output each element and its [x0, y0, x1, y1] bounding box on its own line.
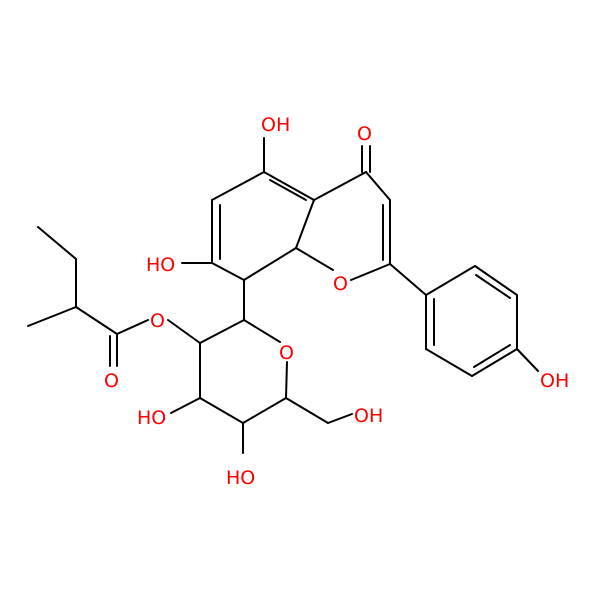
hydroxyl-label: OH: [354, 405, 383, 427]
bond: [269, 179, 307, 201]
atom-labels: OH O HO O O O O OH HO OH HO: [104, 114, 569, 489]
bond: [295, 199, 315, 249]
hydroxyl-label: OH: [540, 370, 569, 392]
hydroxyl-label: OH: [261, 114, 290, 136]
bond: [285, 361, 288, 399]
bond: [471, 348, 518, 377]
ring-oxygen-label: O: [279, 342, 294, 364]
bond: [243, 247, 297, 281]
ester-oxygen-label: O: [150, 310, 165, 332]
bond: [263, 171, 315, 201]
bond: [365, 171, 391, 201]
bond: [474, 265, 518, 296]
bond: [211, 171, 265, 201]
bond: [211, 262, 245, 281]
bond: [350, 263, 391, 281]
bond: [37, 226, 77, 260]
bond: [327, 413, 353, 424]
bond: [389, 263, 427, 296]
hydroxyl-label: HO: [226, 467, 255, 489]
bond: [75, 306, 118, 335]
ring-oxygen-label: O: [333, 273, 348, 295]
bond: [27, 306, 77, 327]
hydroxyl-label: HO: [146, 254, 175, 276]
bond: [167, 319, 201, 344]
bond: [313, 171, 367, 201]
bond: [425, 348, 473, 377]
carbonyl-oxygen-label: O: [104, 370, 119, 392]
bond: [473, 344, 511, 368]
bond-lines: [27, 137, 539, 454]
bond: [199, 397, 244, 424]
bond: [199, 319, 245, 344]
bond: [243, 319, 281, 343]
bond: [475, 274, 511, 299]
bond: [285, 397, 329, 424]
bond: [116, 319, 149, 335]
bond: [295, 247, 334, 271]
carbonyl-oxygen-label: O: [357, 123, 372, 145]
bond: [170, 397, 201, 414]
bond: [425, 265, 476, 296]
bond: [242, 397, 287, 424]
bond: [516, 348, 539, 372]
hydroxyl-label: HO: [137, 407, 166, 429]
